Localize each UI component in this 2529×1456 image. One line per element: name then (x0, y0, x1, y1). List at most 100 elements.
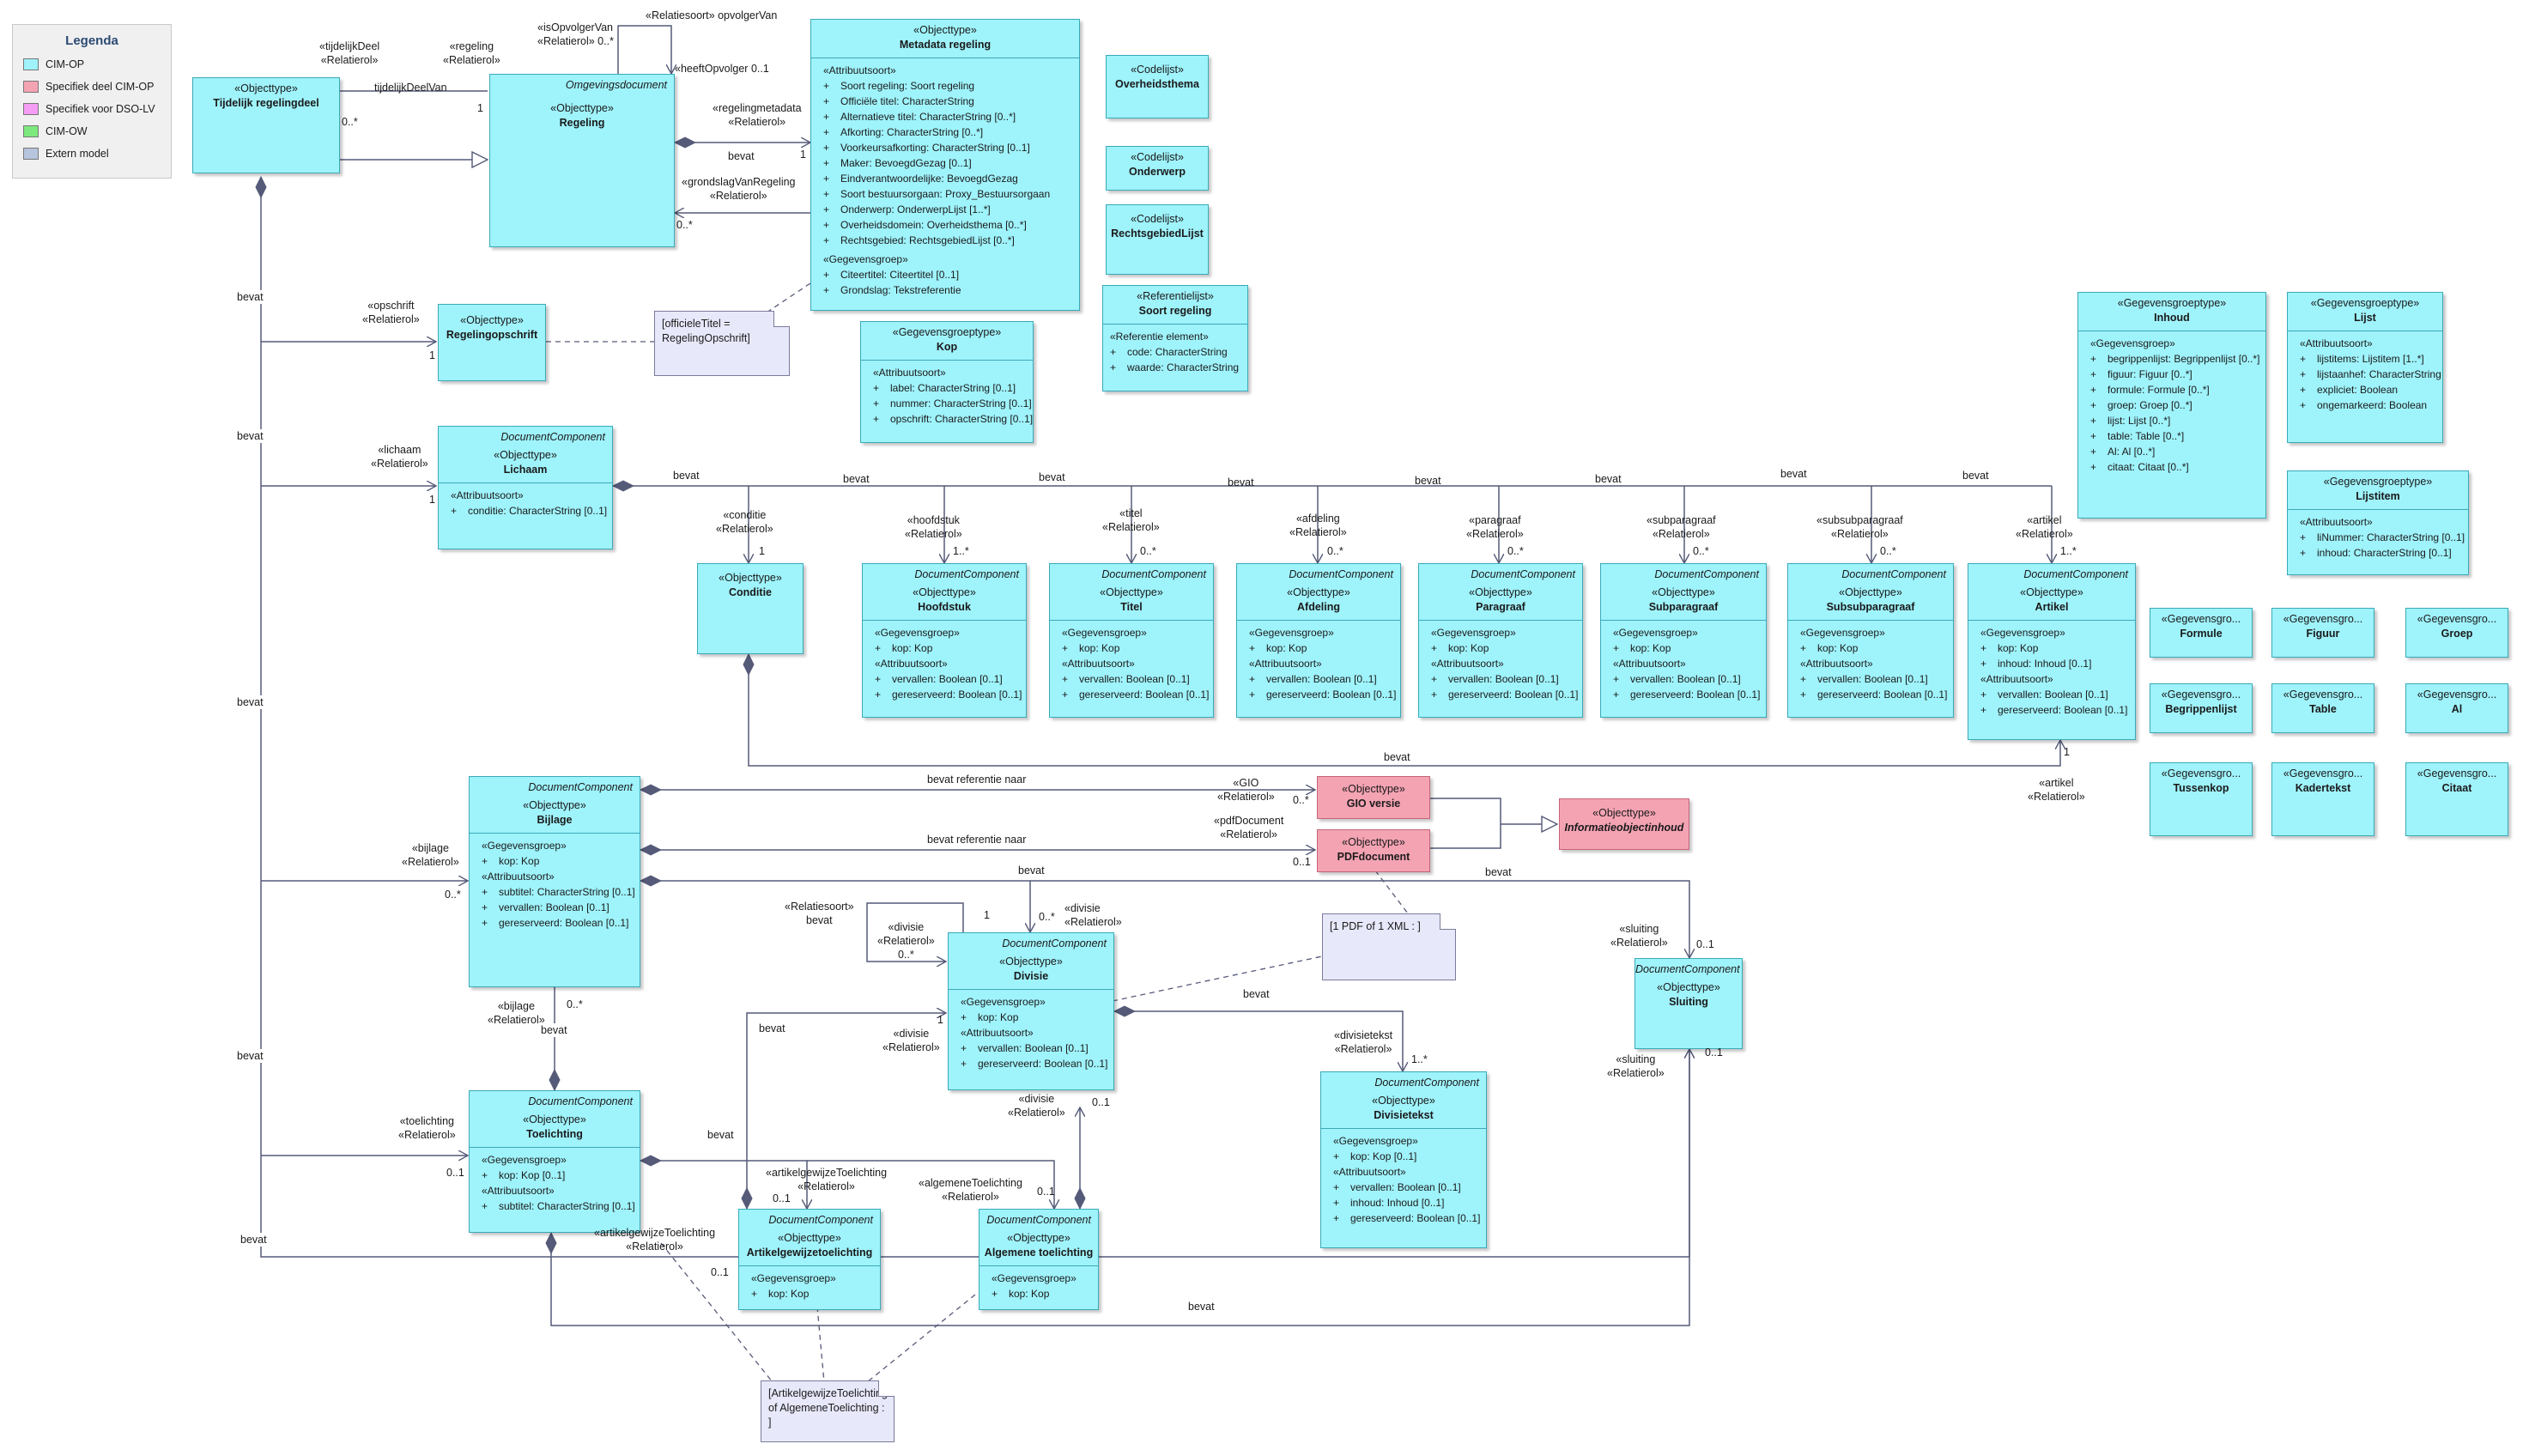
generalization-gio (1430, 798, 1557, 824)
class-toelichting[interactable]: DocumentComponent «Objecttype»Toelichtin… (469, 1090, 640, 1233)
label-mult: 0..1 (711, 1266, 729, 1278)
class-tijdelijk-regelingdeel[interactable]: «Objecttype»Tijdelijk regelingdeel (192, 77, 340, 173)
label-mult: 0..1 (1092, 1096, 1110, 1108)
legend: Legenda CIM-OP Specifiek deel CIM-OP Spe… (12, 24, 172, 179)
class-name: Onderwerp (1129, 166, 1186, 178)
class-name: Kadertekst (2295, 782, 2351, 794)
legend-item: CIM-OP (13, 53, 171, 76)
label-bevat: bevat (843, 473, 870, 485)
class-lijst[interactable]: «Gegevensgroeptype»Lijst «Attribuutsoort… (2287, 292, 2443, 443)
label-mult: 1 (429, 349, 435, 361)
class-regeling[interactable]: Omgevingsdocument «Objecttype»Regeling (489, 74, 675, 247)
class-soort-regeling[interactable]: «Referentielijst»Soort regeling «Referen… (1102, 285, 1248, 391)
note-officieletitel[interactable]: [officieleTitel = RegelingOpschrift] (654, 311, 790, 376)
class-subsubparagraaf[interactable]: DocumentComponent «Objecttype»Subsubpara… (1787, 563, 1954, 718)
class-divisietekst[interactable]: DocumentComponent «Objecttype»Divisietek… (1320, 1071, 1487, 1248)
label-regeling-rol: «regeling «Relatierol» (443, 40, 500, 66)
class-formule[interactable]: «Gegevensgro...Formule (2150, 608, 2253, 658)
class-al[interactable]: «Gegevensgro...Al (2405, 683, 2508, 733)
class-name: GIO versie (1346, 798, 1401, 810)
class-titel[interactable]: DocumentComponent «Objecttype»Titel «Geg… (1049, 563, 1214, 718)
comp-conditie-artikel (749, 654, 2060, 767)
class-name: Lijst (2354, 312, 2376, 324)
label-mult: 0..* (342, 116, 358, 128)
class-name: Groep (2441, 628, 2473, 640)
label-bevat: bevat (1384, 751, 1410, 763)
class-pdfdocument[interactable]: «Objecttype»PDFdocument (1317, 829, 1430, 872)
class-algemene-toelichting[interactable]: DocumentComponent «Objecttype»Algemene t… (979, 1209, 1099, 1310)
label-mult: 0..1 (1293, 856, 1311, 868)
class-metadata-regeling[interactable]: «Objecttype»Metadata regeling «Attribuut… (810, 19, 1080, 311)
label-mult: 1 (984, 909, 990, 921)
label-mult: 1..* (1411, 1053, 1428, 1065)
label-conditie: «conditie «Relatierol» (716, 509, 773, 535)
class-name: Lijstitem (2356, 490, 2400, 502)
label-bevat: bevat (707, 1129, 734, 1141)
label-bevat: bevat (1962, 470, 1989, 482)
class-conditie[interactable]: «Objecttype»Conditie (697, 563, 804, 654)
class-artikelgewijzetoelichting[interactable]: DocumentComponent «Objecttype»Artikelgew… (738, 1209, 881, 1310)
class-lijstitem[interactable]: «Gegevensgroeptype»Lijstitem «Attribuuts… (2287, 470, 2469, 575)
label-mult: 0..1 (1705, 1046, 1723, 1059)
class-groep[interactable]: «Gegevensgro...Groep (2405, 608, 2508, 658)
class-subparagraaf[interactable]: DocumentComponent «Objecttype»Subparagra… (1600, 563, 1767, 718)
class-artikel[interactable]: DocumentComponent «Objecttype»Artikel «G… (1968, 563, 2136, 740)
class-name: Kop (936, 341, 958, 353)
class-name: Informatieobjectinhoud (1564, 822, 1684, 834)
class-name: Subparagraaf (1648, 601, 1719, 613)
class-paragraaf[interactable]: DocumentComponent «Objecttype»Paragraaf … (1418, 563, 1583, 718)
class-name: Regelingopschrift (446, 329, 538, 341)
label-bevat: bevat (673, 470, 700, 482)
label-grondslag: «grondslagVanRegeling «Relatierol» (682, 176, 796, 202)
class-name: Table (2309, 703, 2337, 715)
class-overheidsthema[interactable]: «Codelijst»Overheidsthema (1106, 55, 1209, 118)
class-name: Hoofdstuk (918, 601, 971, 613)
label-mult: 1..* (2060, 545, 2077, 557)
label-bevat: bevat (759, 1022, 785, 1034)
class-onderwerp[interactable]: «Codelijst»Onderwerp (1106, 146, 1209, 191)
class-figuur[interactable]: «Gegevensgro...Figuur (2271, 608, 2374, 658)
class-tussenkop[interactable]: «Gegevensgro...Tussenkop (2150, 762, 2253, 836)
label-artikel-rol: «artikel «Relatierol» (2028, 777, 2085, 803)
label-titel: «titel «Relatierol» (1102, 507, 1160, 533)
class-afdeling[interactable]: DocumentComponent «Objecttype»Afdeling «… (1236, 563, 1401, 718)
class-sluiting[interactable]: DocumentComponent «Objecttype»Sluiting (1634, 958, 1743, 1049)
class-inhoud[interactable]: «Gegevensgroeptype»Inhoud «Gegevensgroep… (2077, 292, 2266, 519)
label-divisietekst: «divisietekst «Relatierol» (1334, 1029, 1393, 1055)
class-informatieobjectinhoud[interactable]: «Objecttype»Informatieobjectinhoud (1559, 798, 1689, 850)
class-table[interactable]: «Gegevensgro...Table (2271, 683, 2374, 733)
class-kadertekst[interactable]: «Gegevensgro...Kadertekst (2271, 762, 2374, 836)
label-bevatref: bevat referentie naar (927, 774, 1027, 786)
class-hoofdstuk[interactable]: DocumentComponent «Objecttype»Hoofdstuk … (862, 563, 1027, 718)
class-name: Metadata regeling (899, 39, 992, 51)
class-lichaam[interactable]: DocumentComponent «Objecttype»Lichaam «A… (438, 426, 613, 549)
legend-item: Extern model (13, 143, 171, 165)
label-mult: 1 (477, 102, 483, 114)
class-bijlage[interactable]: DocumentComponent «Objecttype»Bijlage «G… (469, 776, 640, 987)
class-kop[interactable]: «Gegevensgroeptype»Kop «Attribuutsoort» … (860, 321, 1034, 443)
note-toelichting[interactable]: [ArtikelgewijzeToelichting of AlgemeneTo… (761, 1380, 895, 1442)
class-gio-versie[interactable]: «Objecttype»GIO versie (1317, 776, 1430, 819)
class-name: Formule (2180, 628, 2223, 640)
label-algemenetoelichting: «algemeneToelichting «Relatierol» (919, 1177, 1022, 1203)
label-mult: 0..* (1327, 545, 1343, 557)
class-rechtsgebiedlijst[interactable]: «Codelijst»RechtsgebiedLijst (1106, 204, 1209, 275)
label-divisie-r: «divisie «Relatierol» (1008, 1093, 1065, 1119)
label-bevat: bevat (541, 1023, 567, 1037)
class-regelingopschrift[interactable]: «Objecttype»Regelingopschrift (438, 304, 546, 381)
label-hoofdstuk: «hoofdstuk «Relatierol» (905, 514, 962, 540)
label-mult: 1 (800, 149, 806, 161)
class-name: Algemene toelichting (984, 1247, 1094, 1259)
class-divisie[interactable]: DocumentComponent «Objecttype»Divisie «G… (948, 932, 1114, 1090)
class-name: Artikel (2035, 601, 2069, 613)
note-pdf-xml[interactable]: [1 PDF of 1 XML : ] (1322, 913, 1456, 980)
label-mult: 0..* (1507, 545, 1524, 557)
assoc-opvolger (617, 25, 671, 74)
class-name: Sluiting (1669, 996, 1708, 1008)
class-begrippenlijst[interactable]: «Gegevensgro...Begrippenlijst (2150, 683, 2253, 733)
label-mult: 0..1 (773, 1192, 791, 1204)
class-citaat[interactable]: «Gegevensgro...Citaat (2405, 762, 2508, 836)
label-bevat: bevat (1243, 988, 1270, 1000)
label-mult: 0..* (676, 219, 693, 231)
